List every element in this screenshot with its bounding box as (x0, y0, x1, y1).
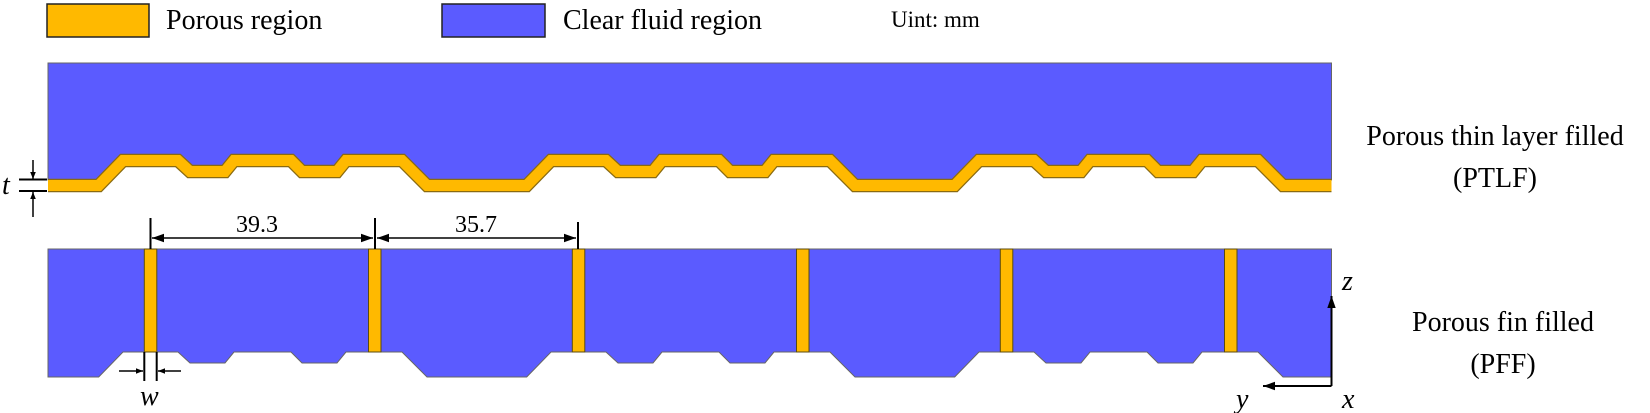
unit-label: Uint: mm (891, 7, 980, 32)
axis-y-label: y (1233, 384, 1249, 413)
legend: Porous region Clear fluid region Uint: m… (46, 3, 980, 38)
dimension-35-7: 35.7 (455, 212, 497, 238)
coordinate-axes: z y x (1233, 266, 1355, 413)
axis-x-label: x (1341, 384, 1355, 413)
pff-geometry (47, 248, 1332, 378)
fin-width-dimension: w (119, 352, 181, 412)
fin-width-symbol: w (140, 381, 159, 412)
ptlf-geometry (47, 62, 1332, 193)
ptlf-title-line2: (PTLF) (1453, 163, 1537, 194)
porous-fin-5 (999, 248, 1014, 353)
thickness-dimension: t (2, 160, 47, 217)
axis-z-label: z (1341, 266, 1353, 297)
legend-swatch-porous (46, 3, 150, 38)
legend-label-fluid: Clear fluid region (563, 5, 762, 36)
ptlf-porous-layer (48, 155, 1332, 191)
fin-spacing-dimensions: 39.3 35.7 (149, 212, 579, 249)
pff-fluid-region (47, 248, 1332, 378)
porous-fin-2 (368, 248, 382, 353)
porous-fin-1 (143, 248, 158, 353)
pff-title-line1: Porous fin filled (1412, 307, 1594, 338)
legend-label-porous: Porous region (166, 5, 322, 36)
thickness-symbol: t (2, 170, 11, 201)
pff-title-line2: (PFF) (1470, 349, 1535, 380)
dimension-39-3: 39.3 (236, 212, 278, 238)
porous-fin-4 (796, 248, 810, 353)
legend-swatch-fluid (441, 3, 546, 38)
porous-fin-3 (571, 248, 586, 353)
porous-fin-6 (1224, 248, 1238, 353)
ptlf-title-line1: Porous thin layer filled (1366, 121, 1623, 152)
